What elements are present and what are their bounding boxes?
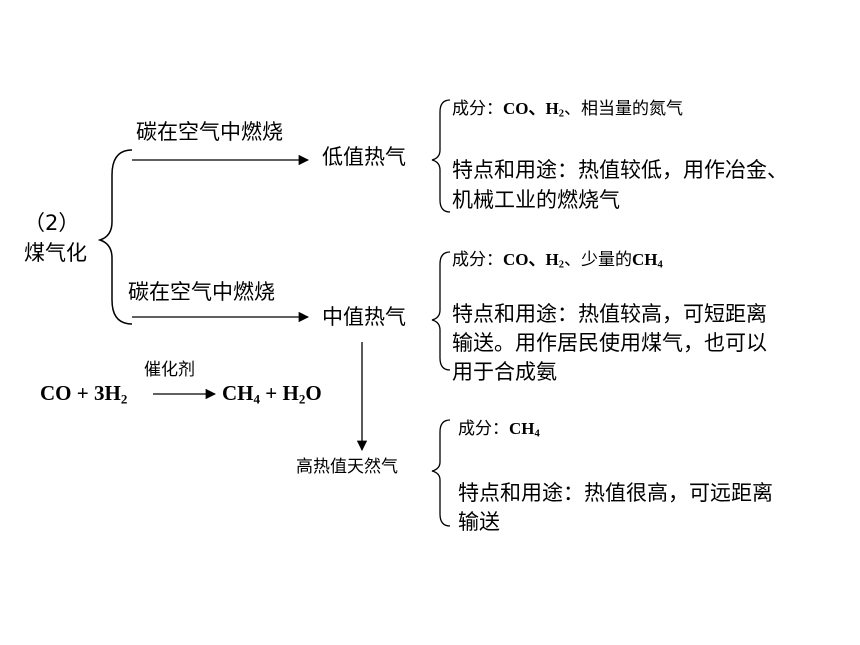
high-use-line2: 输送	[458, 510, 500, 534]
mid-use-line2: 输送。用作居民使用煤气，也可以	[452, 331, 767, 355]
catalyst-label: 催化剂	[144, 360, 195, 380]
product-low: 低值热气	[322, 145, 406, 169]
mid-use-line3: 用于合成氨	[452, 360, 557, 384]
reaction-products: CH4 + H2O	[222, 381, 322, 407]
root-title: 煤气化	[24, 241, 87, 265]
brace-low	[431, 99, 451, 213]
mid-use-line1: 特点和用途：热值较高，可短距离	[452, 302, 767, 326]
low-use-line2: 机械工业的燃烧气	[452, 188, 620, 212]
reaction-reactants: CO + 3H2	[40, 381, 128, 407]
root-brace	[97, 149, 133, 325]
mid-composition: 成分：CO、H2、少量的CH4	[452, 250, 663, 271]
condition-low: 碳在空气中燃烧	[136, 120, 283, 144]
product-high: 高热值天然气	[296, 457, 398, 477]
root-label: （2） 煤气化	[24, 208, 87, 268]
condition-mid: 碳在空气中燃烧	[128, 280, 275, 304]
high-use-line1: 特点和用途：热值很高，可远距离	[458, 481, 773, 505]
root-number: （2）	[24, 211, 80, 235]
high-composition: 成分：CH4	[458, 419, 540, 440]
product-mid: 中值热气	[322, 305, 406, 329]
low-composition: 成分：CO、H2、相当量的氮气	[452, 99, 683, 120]
low-use-line1: 特点和用途：热值较低，用作冶金、	[452, 158, 788, 182]
brace-mid	[431, 251, 451, 371]
brace-high	[431, 419, 451, 527]
